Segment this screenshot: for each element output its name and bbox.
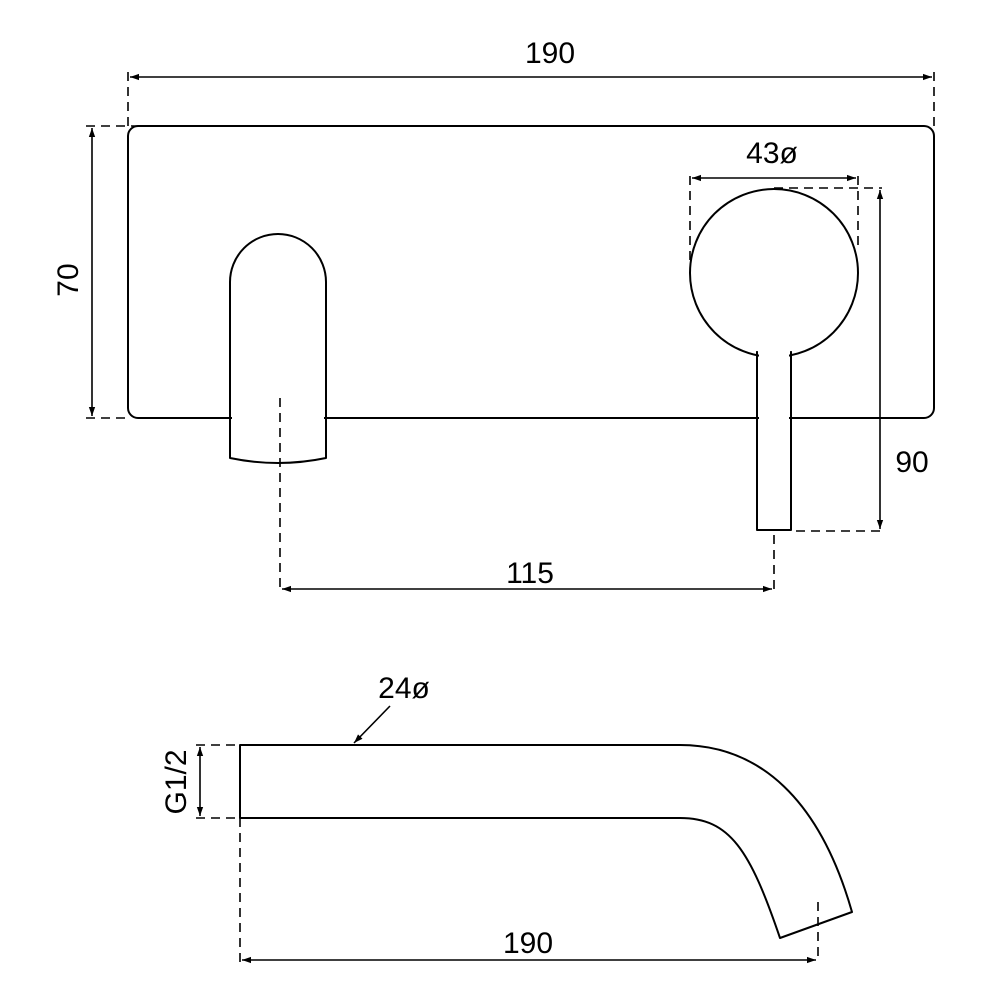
wall-plate	[127, 125, 935, 419]
spout-front	[229, 233, 327, 464]
side-view	[196, 744, 853, 962]
handle-lever	[756, 351, 792, 531]
dimension-handle-diameter: 43ø	[692, 137, 856, 182]
handle-height-label: 90	[895, 446, 928, 479]
dimension-centers-distance: 115	[282, 557, 772, 593]
dimension-top-width: 190	[130, 37, 932, 81]
dimension-thread: G1/2	[160, 747, 204, 816]
top-width-label: 190	[525, 37, 575, 70]
dimension-plate-height: 70	[52, 128, 96, 416]
handle-diameter-label: 43ø	[746, 137, 798, 170]
plate-height-label: 70	[52, 263, 85, 296]
thread-label: G1/2	[160, 749, 193, 814]
spout-side	[239, 744, 853, 939]
spout-length-label: 190	[503, 927, 553, 960]
spout-diameter-label: 24ø	[378, 672, 430, 705]
handle-disc	[689, 188, 859, 358]
centers-distance-label: 115	[506, 557, 554, 590]
dimension-spout-diameter: 24ø	[353, 672, 430, 744]
front-view	[86, 72, 935, 592]
dimension-handle-height: 90	[876, 190, 929, 529]
dimension-spout-length: 190	[242, 927, 816, 964]
